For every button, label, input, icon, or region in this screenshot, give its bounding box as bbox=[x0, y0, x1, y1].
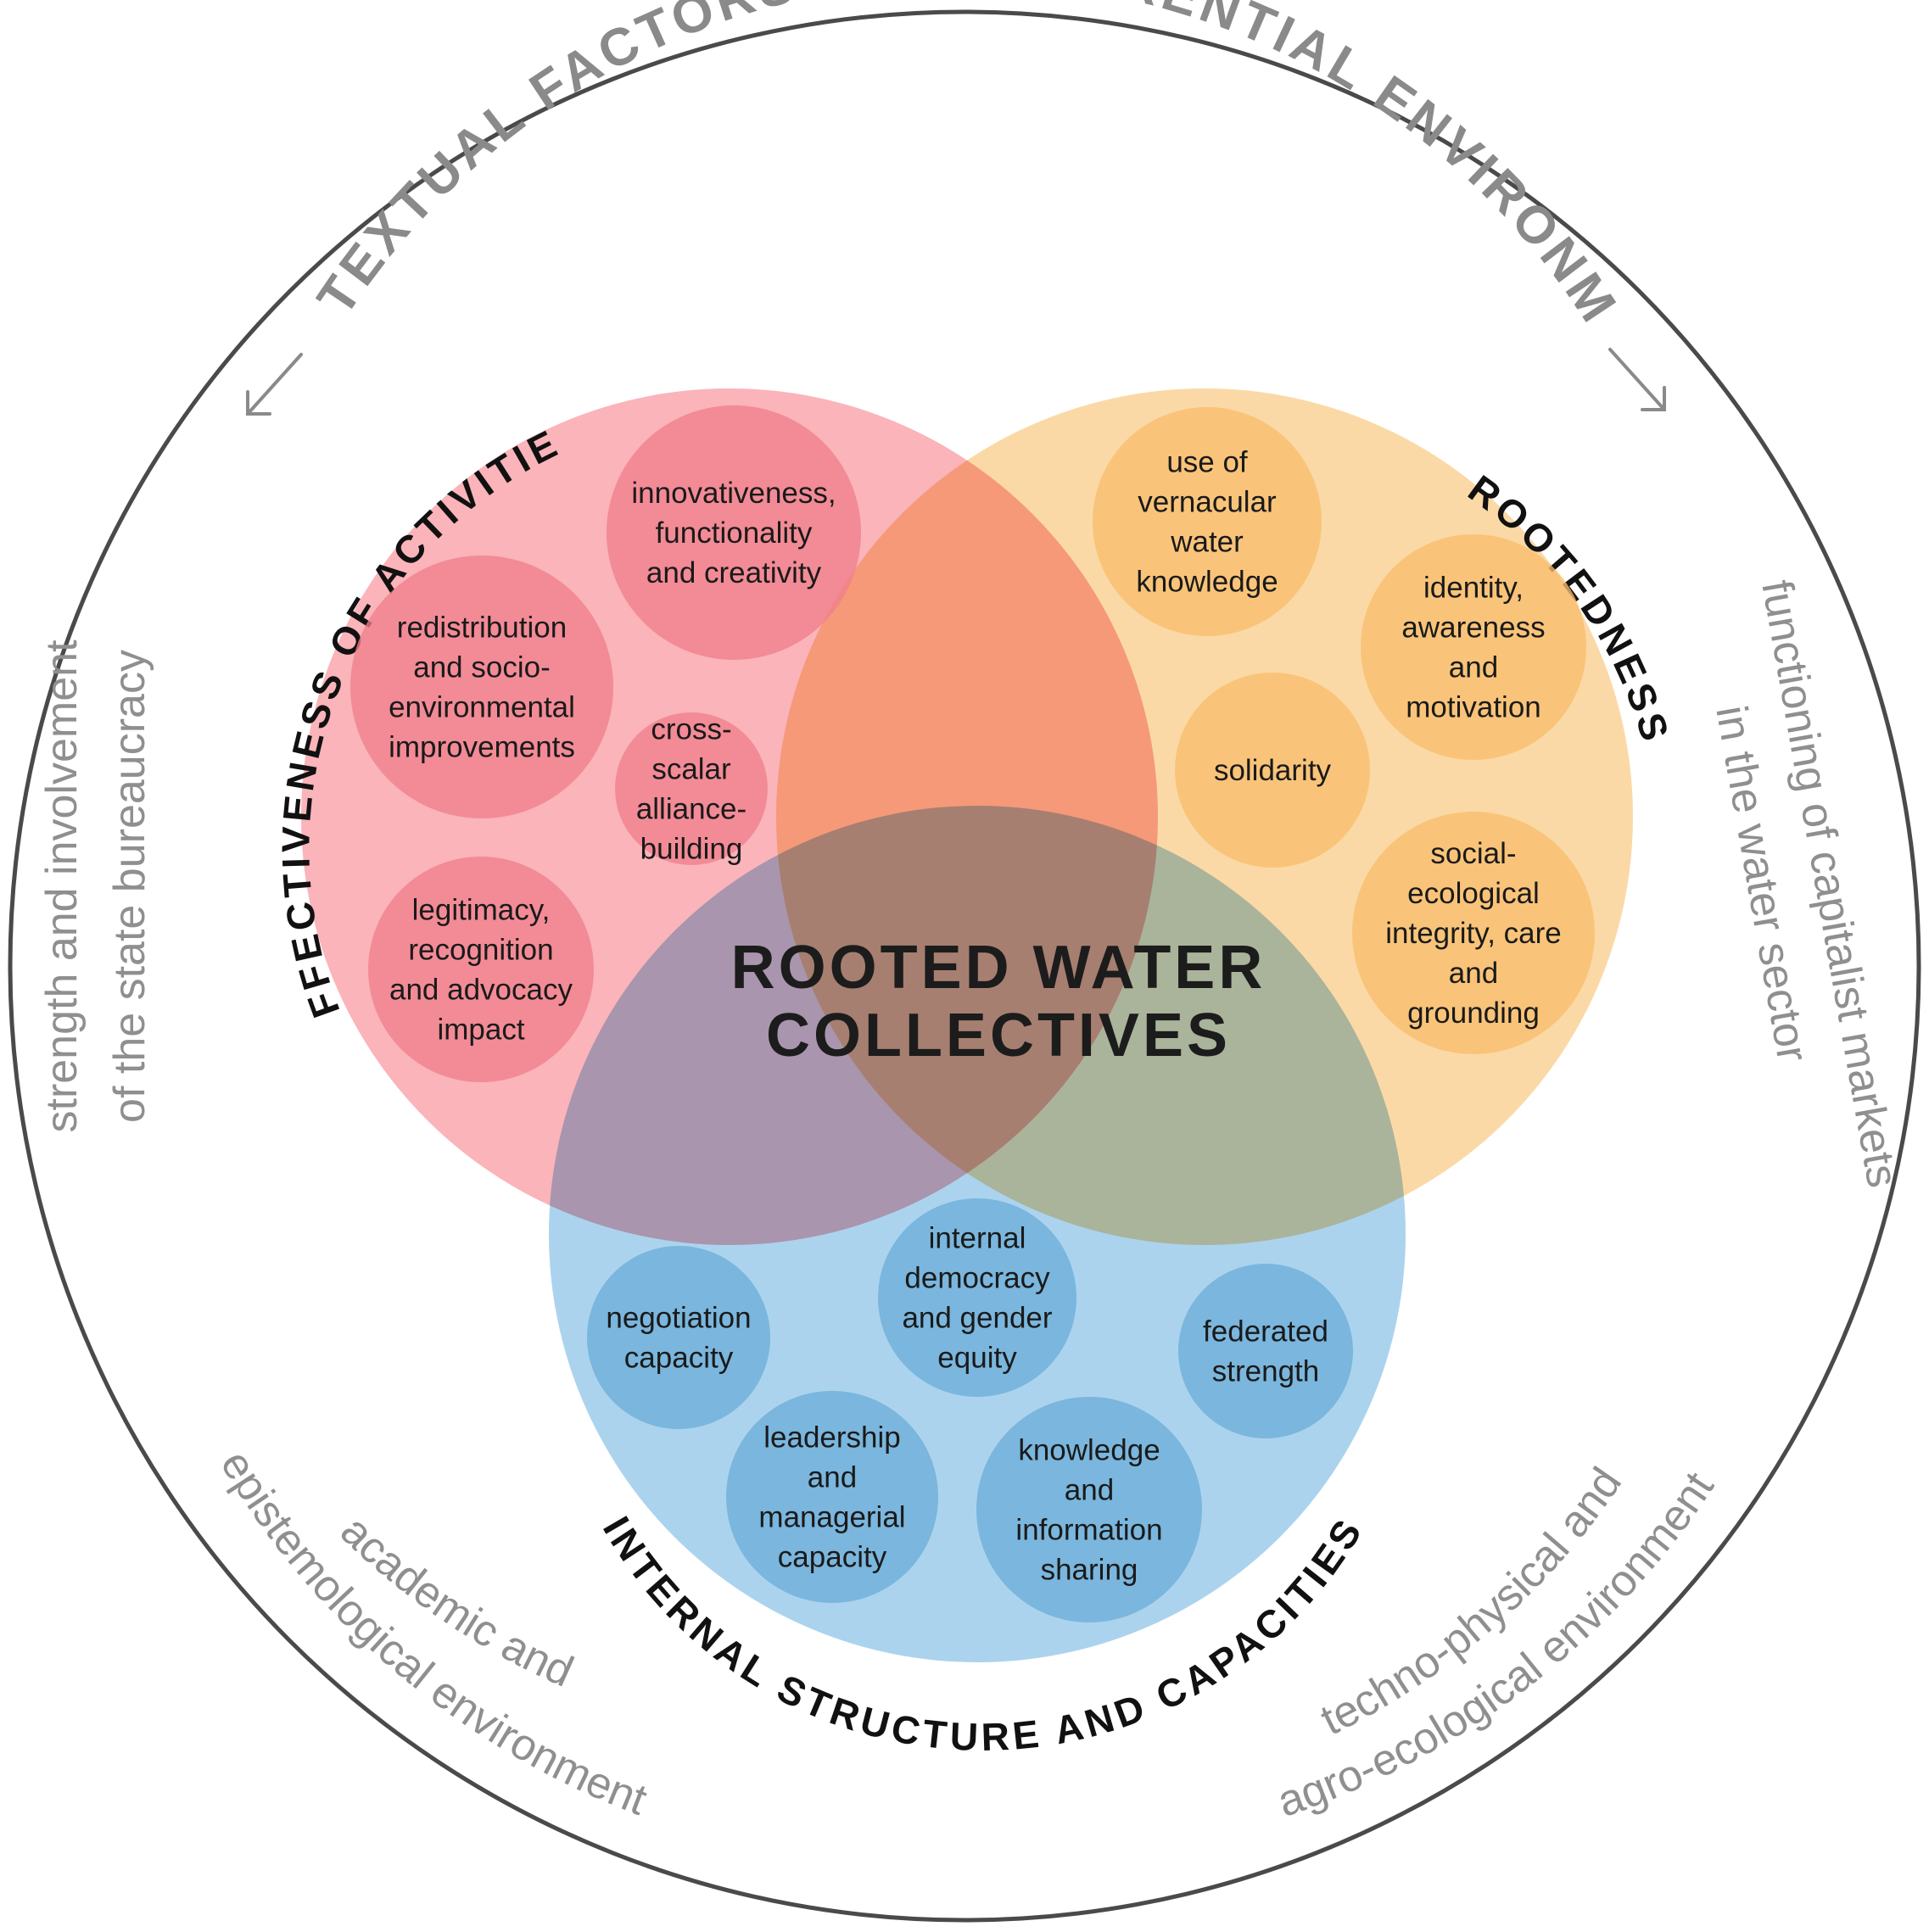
bubble-label-line: redistribution bbox=[397, 611, 567, 645]
bubble-circle bbox=[726, 1391, 938, 1603]
bubble-label-line: motivation bbox=[1406, 691, 1541, 724]
bubble-circle bbox=[587, 1246, 770, 1429]
bubble-label-line: equity bbox=[937, 1342, 1017, 1375]
bubble-internal-2: federated strength bbox=[1178, 1264, 1353, 1438]
bubble-internal-4: knowledge and information sharing bbox=[976, 1397, 1202, 1622]
bubble-rootedness-3: social-ecological integrity, care and groun… bbox=[1352, 812, 1595, 1054]
bubble-effectiveness-3: legitimacy, recognition and advocacy impact bbox=[368, 857, 594, 1082]
bubble-label-line: environmental bbox=[389, 691, 575, 724]
bubble-label-line: and bbox=[1449, 651, 1498, 684]
bubble-rootedness-2: solidarity bbox=[1175, 673, 1370, 868]
context-title: CONTEXTUAL FACTORS AND REFERENTIAL ENVIR… bbox=[0, 0, 1630, 335]
bubble-circle bbox=[1175, 673, 1370, 868]
bubble-label-line: vernacular bbox=[1138, 486, 1277, 519]
center-title-line2: COLLECTIVES bbox=[766, 1002, 1231, 1069]
bubble-label-line: identity, bbox=[1423, 572, 1524, 605]
bubble-label-line: functionality bbox=[656, 517, 813, 550]
bubble-label-line: internal bbox=[929, 1222, 1026, 1255]
bubble-label-line: and socio- bbox=[413, 651, 550, 684]
bubble-label-line: recognition bbox=[408, 934, 553, 967]
bubble-label-line: capacity bbox=[624, 1342, 734, 1375]
bubble-label-line: and advocacy bbox=[389, 974, 573, 1007]
context-left-line2: of the state bureaucracy bbox=[105, 650, 154, 1123]
bubble-label-line: capacity bbox=[778, 1541, 887, 1574]
bubble-internal-3: leadership and managerial capacity bbox=[726, 1391, 938, 1603]
bubble-label-line: alliance- bbox=[636, 793, 746, 826]
context-ring bbox=[8, 9, 1921, 1923]
bubble-label-line: awareness bbox=[1401, 611, 1545, 645]
bubble-label-line: and creativity bbox=[646, 556, 822, 589]
bubble-label-line: and bbox=[808, 1461, 857, 1494]
bubble-circle bbox=[1093, 407, 1322, 636]
bubble-label-line: federated bbox=[1203, 1315, 1328, 1348]
bubble-label-line: knowledge bbox=[1136, 566, 1278, 599]
bubble-circle bbox=[976, 1397, 1202, 1622]
bubble-internal-1: internal democracy and gender equity bbox=[878, 1198, 1076, 1397]
context-bottom-left-line2: epistemological environment bbox=[210, 1443, 653, 1825]
bubble-circle bbox=[607, 405, 861, 660]
arrow-right-icon bbox=[1608, 348, 1666, 411]
bubbles: innovativeness, functionality and creativi… bbox=[350, 405, 1595, 1622]
bubble-label-line: leadership bbox=[763, 1421, 901, 1455]
bubble-effectiveness-0: innovativeness, functionality and creativi… bbox=[607, 405, 861, 660]
bubble-circle bbox=[878, 1198, 1076, 1397]
bubble-label-line: ecological bbox=[1407, 877, 1540, 910]
bubble-label-line: legitimacy, bbox=[412, 894, 551, 927]
bubble-label-line: sharing bbox=[1041, 1554, 1138, 1587]
bubble-label-line: building bbox=[640, 833, 743, 866]
bubble-label-line: managerial bbox=[758, 1501, 905, 1534]
arrow-left-icon bbox=[246, 353, 303, 416]
bubble-circle bbox=[350, 556, 613, 818]
bubble-label-line: cross- bbox=[651, 713, 731, 746]
bubble-label-line: use of bbox=[1166, 446, 1248, 479]
bubble-label-line: improvements bbox=[389, 731, 575, 764]
bubble-rootedness-1: identity, awareness and motivation bbox=[1361, 534, 1586, 760]
bubble-effectiveness-1: redistribution and socio-environmental imp… bbox=[350, 556, 613, 818]
bubble-label-line: information bbox=[1015, 1514, 1162, 1547]
bubble-circle bbox=[1178, 1264, 1353, 1438]
bubble-label-line: strength bbox=[1212, 1355, 1319, 1388]
center-title-line1: ROOTED WATER bbox=[731, 934, 1266, 1002]
bubble-label-line: integrity, care bbox=[1385, 917, 1562, 950]
bubble-effectiveness-2: cross-scalar alliance-building bbox=[615, 712, 768, 866]
bubble-circle bbox=[1361, 534, 1586, 760]
bubble-label-line: social- bbox=[1430, 837, 1516, 870]
bubble-circle bbox=[368, 857, 594, 1082]
bubble-label-line: and bbox=[1449, 957, 1498, 990]
bubble-label-line: impact bbox=[437, 1013, 524, 1047]
bubble-circle bbox=[615, 712, 768, 865]
bubble-label-line: scalar bbox=[651, 753, 731, 786]
bubble-internal-0: negotiation capacity bbox=[587, 1246, 770, 1429]
bubble-label-line: and gender bbox=[902, 1302, 1052, 1335]
context-left-line1: strength and involvement bbox=[37, 639, 87, 1133]
bubble-rootedness-0: use of vernacular water knowledge bbox=[1093, 407, 1322, 636]
bubble-label-line: water bbox=[1170, 526, 1244, 559]
bubble-label-line: democracy bbox=[904, 1262, 1050, 1295]
bubble-label-line: knowledge bbox=[1018, 1434, 1160, 1467]
bubble-label-line: grounding bbox=[1407, 997, 1540, 1030]
bubble-label-line: negotiation bbox=[606, 1302, 751, 1335]
bubble-label-line: and bbox=[1065, 1474, 1114, 1507]
bubble-label-line: innovativeness, bbox=[631, 477, 836, 510]
bubble-circle bbox=[1352, 812, 1595, 1054]
bubble-label-line: solidarity bbox=[1214, 754, 1332, 787]
